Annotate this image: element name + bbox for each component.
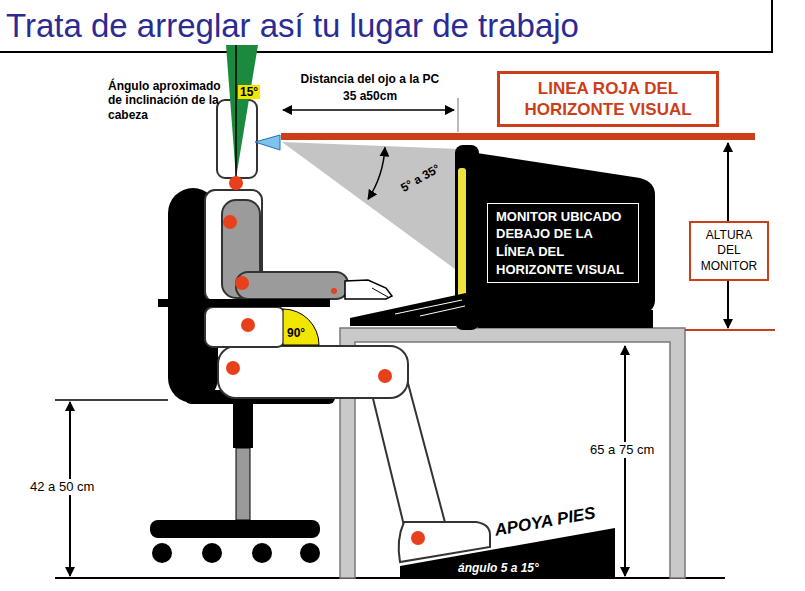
footrest: APOYA PIESángulo 5 a 15° xyxy=(400,500,615,578)
box-text: MONITOR UBICADO DEBAJO DE LA LÍNEA DEL H… xyxy=(496,208,630,278)
desk-height-arrow xyxy=(624,346,626,576)
monitor-stand xyxy=(478,310,653,328)
chair-wheel xyxy=(300,543,320,563)
right-angle-mark xyxy=(283,309,319,345)
screen-reference-line xyxy=(458,98,459,132)
footrest-angle: ángulo 5 a 15° xyxy=(458,561,539,575)
joint-dot xyxy=(411,531,425,545)
armrest xyxy=(158,299,330,307)
horizon-label-box: LINEA ROJA DEL HORIZONTE VISUAL xyxy=(497,71,719,128)
chair-column xyxy=(233,404,253,448)
chair-piston xyxy=(236,448,250,520)
dimension-label: 65 a 75 cm xyxy=(588,442,656,458)
view-angle-arc xyxy=(368,148,385,200)
seat-level-line xyxy=(55,399,168,401)
angle-value: 90° xyxy=(287,326,305,340)
thigh xyxy=(218,346,408,398)
visual-horizon-line xyxy=(281,133,755,140)
head-angle-note: Ángulo aproximado de inclinación de la c… xyxy=(108,79,224,122)
page-title: Trata de arreglar así tu lugar de trabaj… xyxy=(6,6,579,46)
floor-line xyxy=(55,577,725,579)
box-text: ALTURA DEL MONITOR xyxy=(697,228,761,275)
lower-torso xyxy=(205,307,285,347)
angle-value: 5° a 35° xyxy=(398,161,442,195)
distance-caption: Distancia del ojo a la PC xyxy=(301,72,440,86)
monitor-screen xyxy=(458,168,466,303)
view-cone xyxy=(282,142,459,272)
eye xyxy=(255,135,280,150)
monitor-height-box: ALTURA DEL MONITOR xyxy=(689,221,769,282)
joint-dot xyxy=(241,318,255,332)
desk-top-line xyxy=(685,329,775,331)
dimension-label: 42 a 50 cm xyxy=(28,479,96,495)
forearm xyxy=(236,272,348,299)
chair-base xyxy=(150,520,320,538)
hand xyxy=(345,280,392,299)
head-tilt-wedge xyxy=(226,45,258,178)
joint-dot xyxy=(223,215,237,229)
box-text: LINEA ROJA DEL HORIZONTE VISUAL xyxy=(506,78,710,121)
joint-dot xyxy=(331,288,337,294)
angle-value: 15° xyxy=(238,85,260,99)
eye-distance-arrow xyxy=(283,109,454,111)
keyboard-keys xyxy=(395,300,465,316)
title-frame xyxy=(0,0,772,52)
joint-dot xyxy=(235,276,249,290)
chair-wheel xyxy=(152,543,172,563)
chair-wheel xyxy=(202,543,222,563)
joint-dot xyxy=(229,176,243,190)
monitor-body xyxy=(470,152,655,328)
joint-dot xyxy=(378,369,392,383)
monitor-label-box: MONITOR UBICADO DEBAJO DE LA LÍNEA DEL H… xyxy=(487,203,639,283)
head-vertical-line xyxy=(235,45,237,178)
joint-dot xyxy=(226,361,240,375)
finger xyxy=(372,288,388,297)
dimension-label: 35 a50cm xyxy=(343,89,397,103)
chair-wheel xyxy=(252,543,272,563)
